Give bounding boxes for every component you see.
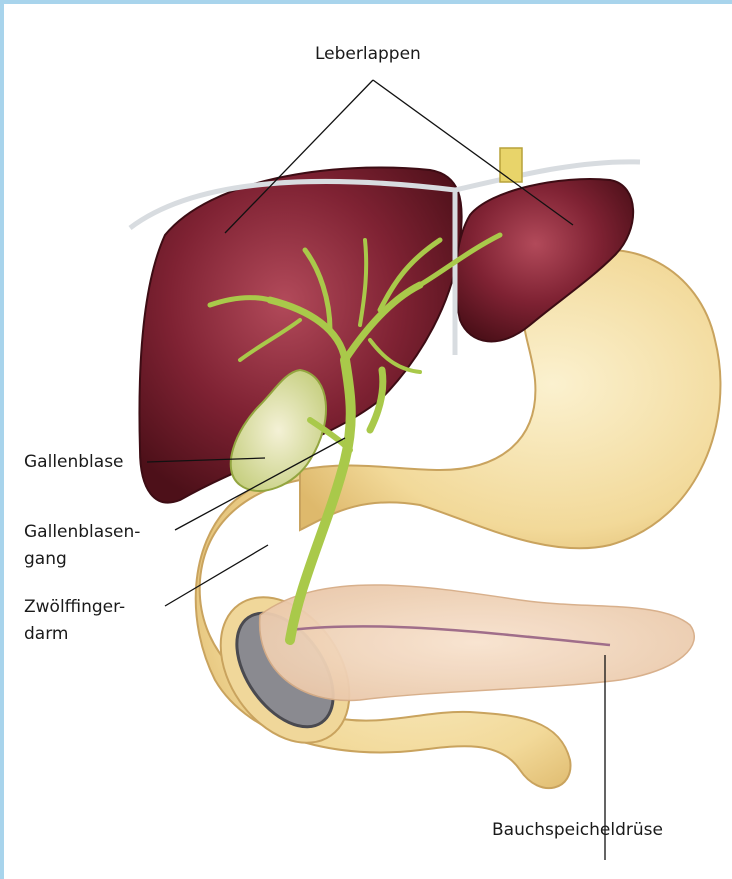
label-zwoelffingerdarm-line2: darm [24,621,68,647]
label-gallenblasengang-line2: gang [24,546,67,572]
pancreas-shape [260,585,695,700]
label-gallenblase: Gallenblase [24,449,124,475]
label-bauchspeicheldruese: Bauchspeicheldrüse [492,817,663,843]
label-zwoelffingerdarm-line1: Zwölffinger- [24,594,125,620]
label-gallenblasengang-line1: Gallenblasen- [24,519,140,545]
esophagus [500,148,522,182]
label-leberlappen: Leberlappen [315,41,421,67]
